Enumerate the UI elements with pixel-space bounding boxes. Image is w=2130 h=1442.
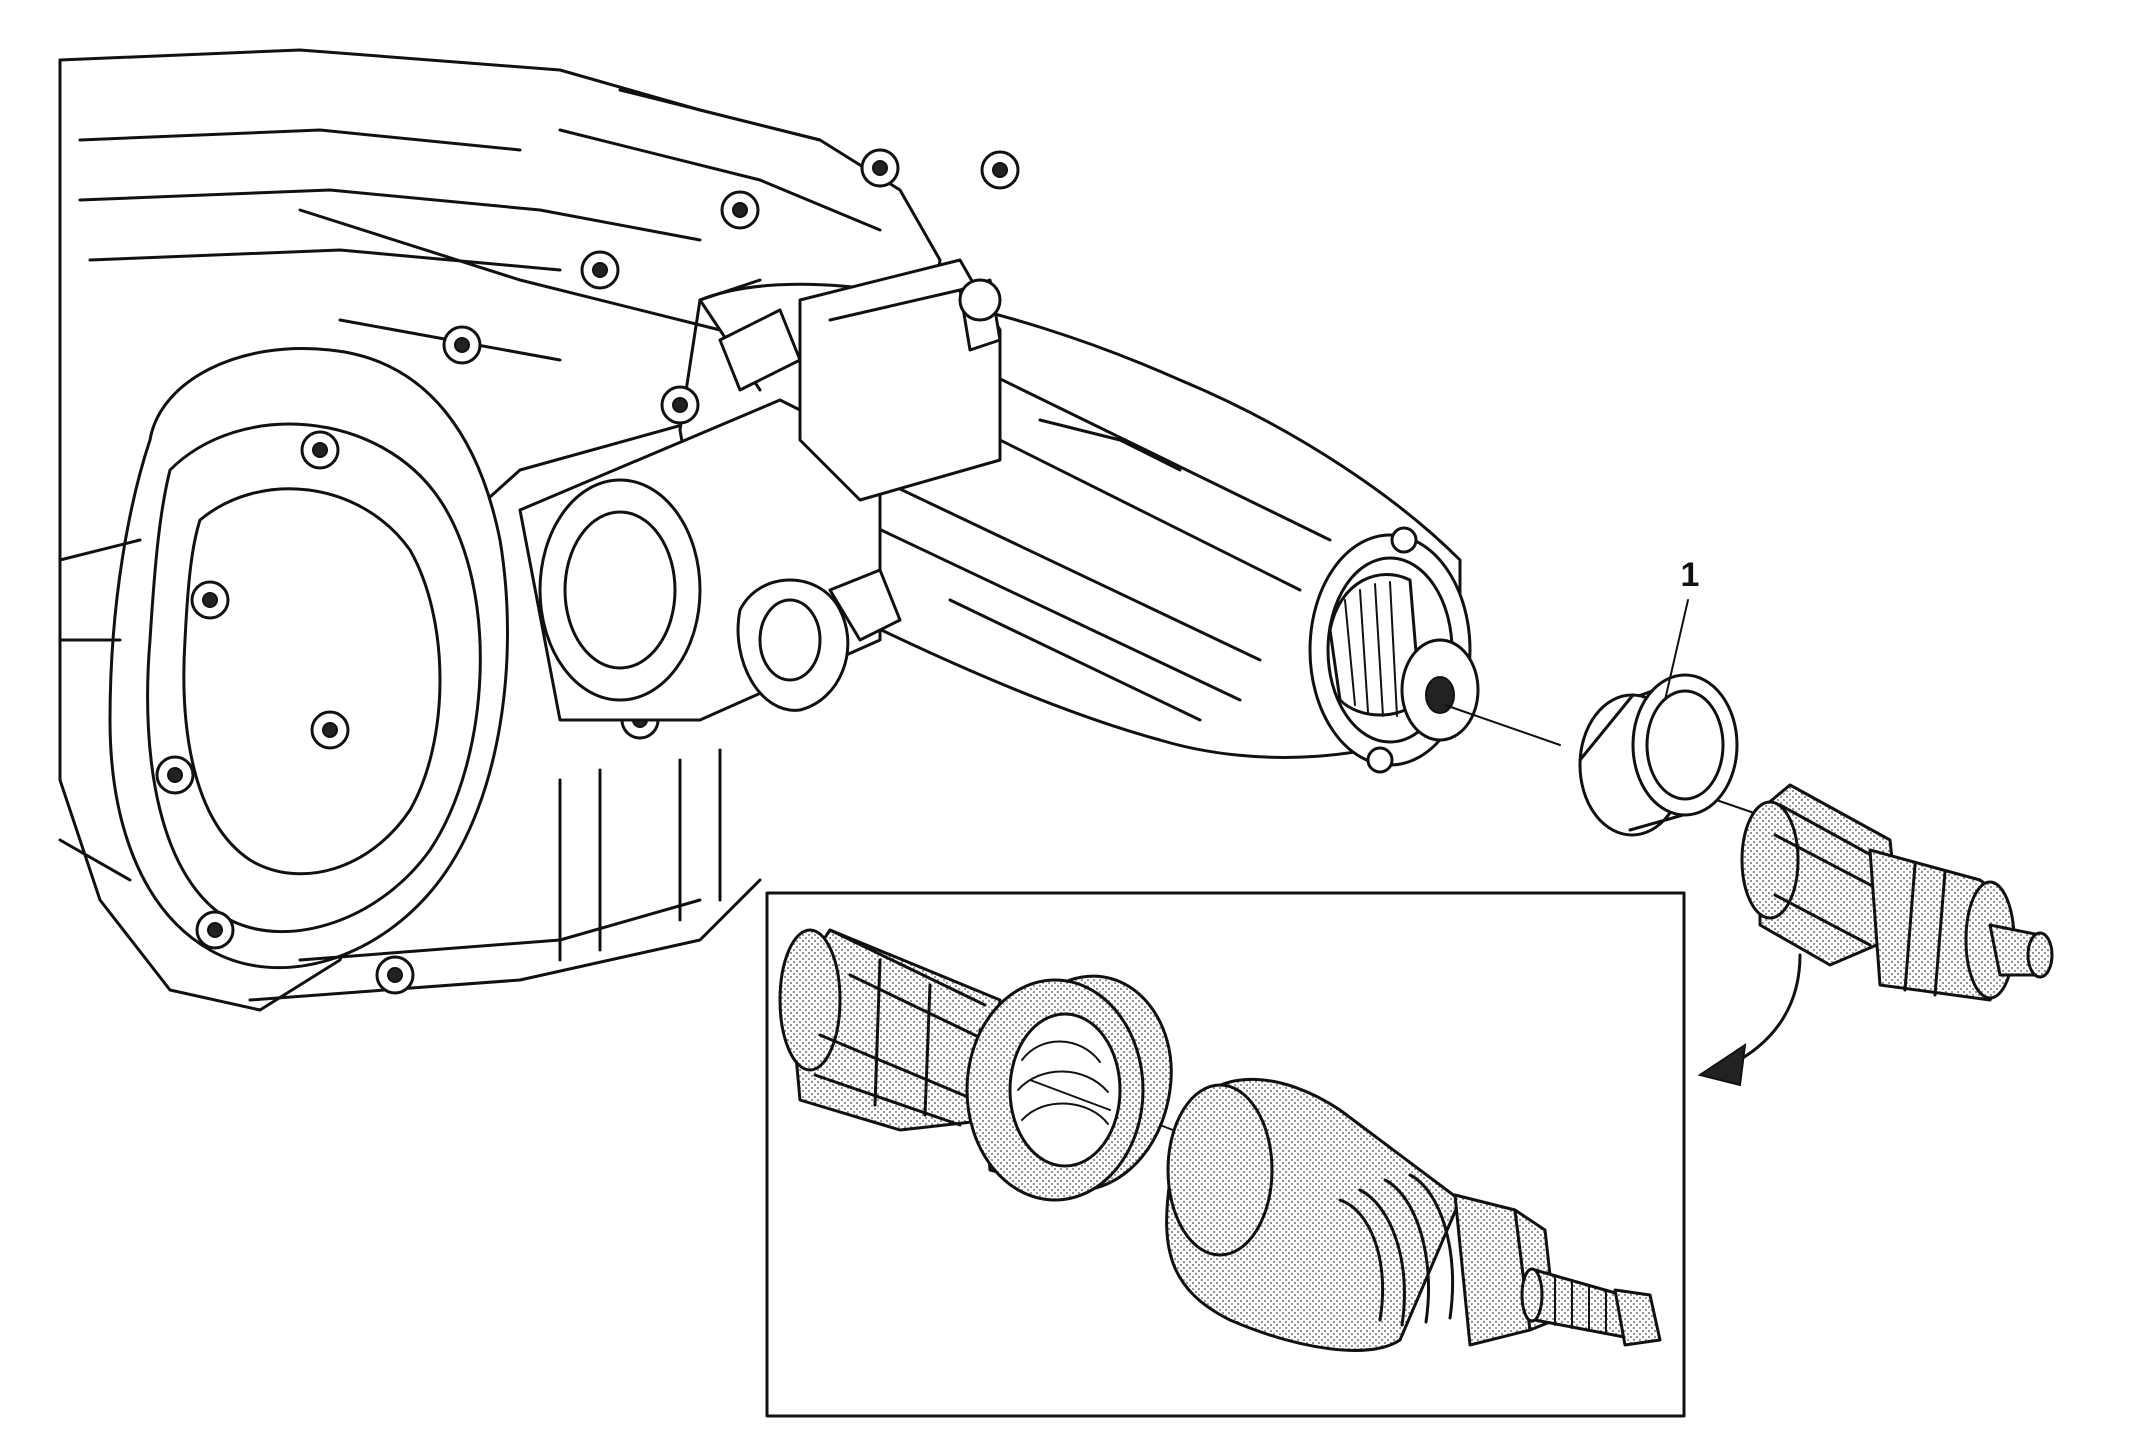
detail-inset: [765, 891, 1686, 1418]
forcing-screw: [1520, 1267, 1662, 1347]
sleeve-bushing: [1578, 673, 1739, 837]
speed-sensor: [736, 578, 850, 712]
callout-number: 1: [1681, 556, 1700, 594]
output-shaft-housing: [1308, 526, 1480, 774]
housing-bolt: [660, 385, 700, 425]
housing-bolt: [190, 580, 230, 620]
housing-bolt: [980, 150, 1020, 190]
housing-bolt: [195, 910, 235, 950]
callout-leader: [1664, 599, 1689, 701]
housing-bolt: [310, 710, 350, 750]
encoder-motor: [518, 258, 1002, 722]
actuator-connector: [718, 308, 802, 392]
curved-arrow-icon: [1697, 953, 1802, 1087]
housing-bolt: [375, 955, 415, 995]
housing-bolt: [860, 148, 900, 188]
driver-body: [1165, 1077, 1462, 1352]
housing-bolt: [155, 755, 195, 795]
housing-bolt: [580, 250, 620, 290]
housing-bolt: [720, 190, 760, 230]
housing-bolt: [442, 325, 482, 365]
housing-bolt: [300, 430, 340, 470]
inset-frame: [765, 891, 1686, 1418]
transfer-case-housing: [58, 48, 1462, 1012]
callout-1: 1: [1664, 556, 1700, 701]
collet: [778, 928, 1002, 1132]
installer-tool-assembled: [1740, 783, 2054, 1002]
threaded-nut: [965, 974, 1173, 1202]
